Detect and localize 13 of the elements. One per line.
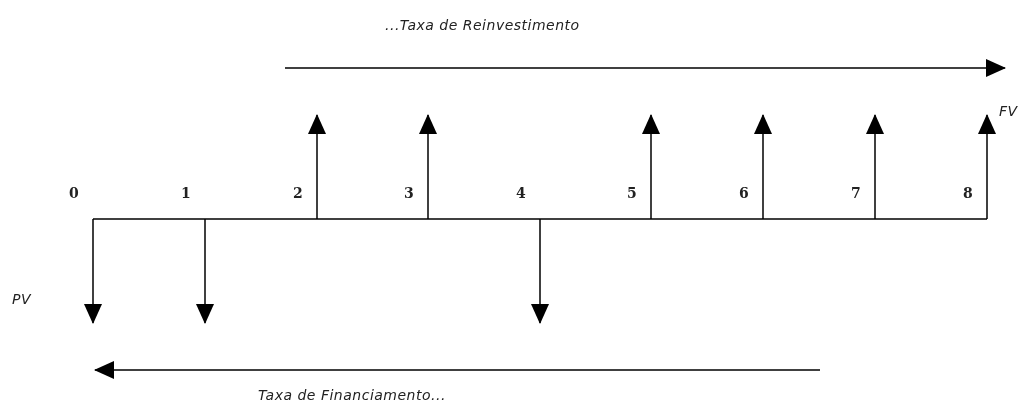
period-number: 0 [69,186,79,200]
period-number: 7 [851,186,861,200]
period-number: 4 [516,186,526,200]
rate-caption: Taxa de Financiamento... [258,388,446,402]
period-number: 3 [404,186,414,200]
period-number: 1 [181,186,191,200]
period-number: 8 [963,186,973,200]
rate-caption: ...Taxa de Reinvestimento [385,18,580,32]
period-number: 5 [627,186,637,200]
future-value-label: FV [999,104,1018,118]
present-value-label: PV [12,292,32,306]
period-number: 6 [739,186,749,200]
period-number: 2 [293,186,303,200]
